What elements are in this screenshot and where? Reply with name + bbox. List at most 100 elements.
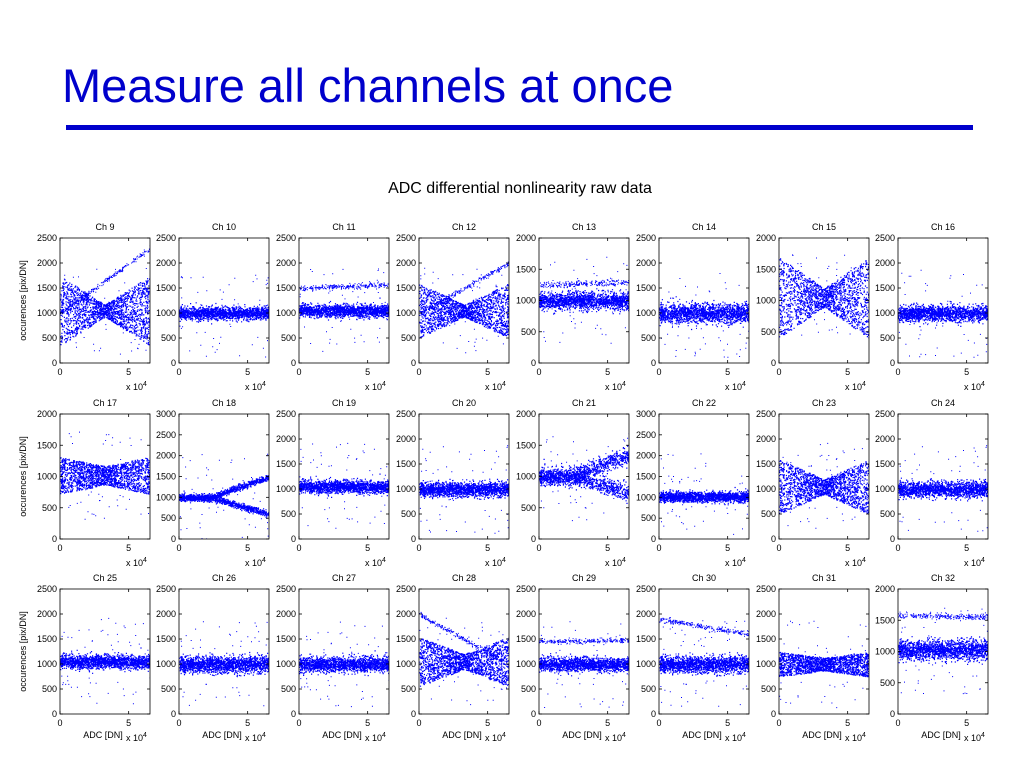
x-multiplier-exponent: 4 xyxy=(502,557,506,564)
subplot-title: Ch 16 xyxy=(931,222,955,232)
x-multiplier: x 104 xyxy=(485,732,506,743)
scatter-points xyxy=(898,445,988,532)
x-tick-label: 5 xyxy=(365,543,370,553)
scatter-points xyxy=(898,269,988,358)
subplot-title: Ch 21 xyxy=(572,398,596,408)
y-tick-label: 1000 xyxy=(396,484,416,494)
y-tick-label: 3000 xyxy=(156,409,176,419)
x-tick-label: 0 xyxy=(895,367,900,377)
scatter-points xyxy=(419,445,509,534)
x-tick-label: 5 xyxy=(964,718,969,728)
subplot-title: Ch 31 xyxy=(812,573,836,583)
scatter-cloud xyxy=(419,261,509,354)
x-multiplier-exponent: 4 xyxy=(382,557,386,564)
x-multiplier-exponent: 4 xyxy=(981,732,985,739)
y-tick-label: 0 xyxy=(291,358,296,368)
figure-title: ADC differential nonlinearity raw data xyxy=(388,180,652,197)
y-tick-label: 500 xyxy=(641,513,656,523)
y-tick-label: 1500 xyxy=(756,264,776,274)
x-multiplier-exponent: 4 xyxy=(502,381,506,388)
subplot-title: Ch 9 xyxy=(95,222,114,232)
y-tick-label: 2500 xyxy=(156,430,176,440)
scatter-cloud xyxy=(659,453,749,535)
y-tick-label: 0 xyxy=(411,709,416,719)
y-tick-label: 2500 xyxy=(37,584,57,594)
x-tick-label: 5 xyxy=(605,718,610,728)
axes-frame xyxy=(418,588,510,715)
axes-frame xyxy=(658,413,750,540)
scatter-cloud xyxy=(60,245,150,355)
x-multiplier: x 104 xyxy=(964,381,985,392)
x-multiplier-base: x 10 xyxy=(725,382,742,392)
y-tick-label: 0 xyxy=(890,709,895,719)
y-tick-label: 1000 xyxy=(156,659,176,669)
x-axis-label: ADC [DN] xyxy=(322,730,362,740)
y-tick-label: 1000 xyxy=(156,492,176,502)
x-tick-label: 0 xyxy=(895,718,900,728)
x-multiplier-exponent: 4 xyxy=(742,557,746,564)
x-tick-label: 0 xyxy=(895,543,900,553)
y-tick-label: 2000 xyxy=(875,584,895,594)
x-tick-label: 5 xyxy=(605,543,610,553)
scatter-cloud xyxy=(299,268,389,352)
x-tick-label: 5 xyxy=(725,718,730,728)
x-tick-label: 5 xyxy=(126,543,131,553)
y-tick-label: 2000 xyxy=(276,258,296,268)
axes-frame xyxy=(298,413,390,540)
axes-frame xyxy=(778,413,870,540)
x-multiplier-base: x 10 xyxy=(605,733,622,743)
y-tick-label: 500 xyxy=(42,333,57,343)
x-multiplier: x 104 xyxy=(365,557,386,568)
x-tick-label: 0 xyxy=(656,543,661,553)
scatter-points xyxy=(419,611,509,706)
y-tick-label: 0 xyxy=(52,709,57,719)
y-tick-label: 0 xyxy=(531,709,536,719)
scatter-cloud xyxy=(539,256,629,344)
x-multiplier-exponent: 4 xyxy=(262,381,266,388)
y-tick-label: 0 xyxy=(651,709,656,719)
x-multiplier: x 104 xyxy=(964,732,985,743)
subplot-title: Ch 32 xyxy=(931,573,955,583)
y-tick-label: 0 xyxy=(771,534,776,544)
y-tick-label: 2500 xyxy=(636,430,656,440)
x-multiplier: x 104 xyxy=(126,557,147,568)
x-tick-label: 0 xyxy=(536,367,541,377)
scatter-cloud xyxy=(419,445,509,534)
y-tick-label: 2000 xyxy=(396,434,416,444)
x-tick-label: 5 xyxy=(245,718,250,728)
y-tick-label: 0 xyxy=(531,534,536,544)
x-tick-label: 0 xyxy=(296,543,301,553)
axes-frame xyxy=(897,413,989,540)
subplot-title: Ch 23 xyxy=(812,398,836,408)
scatter-cloud xyxy=(419,611,509,706)
subplot-title: Ch 27 xyxy=(332,573,356,583)
scatter-cloud xyxy=(898,445,988,532)
y-tick-label: 1500 xyxy=(396,459,416,469)
scatter-cloud xyxy=(299,621,389,708)
y-tick-label: 500 xyxy=(281,509,296,519)
scatter-points xyxy=(539,621,629,708)
scatter-cloud xyxy=(179,621,269,707)
x-multiplier: x 104 xyxy=(485,557,506,568)
x-tick-label: 0 xyxy=(776,718,781,728)
y-tick-label: 2000 xyxy=(156,609,176,619)
x-axis-label: ADC [DN] xyxy=(442,730,482,740)
y-tick-label: 500 xyxy=(880,333,895,343)
axes-frame xyxy=(59,588,151,715)
y-tick-label: 0 xyxy=(171,534,176,544)
y-tick-label: 2000 xyxy=(276,434,296,444)
x-tick-label: 0 xyxy=(536,543,541,553)
y-tick-label: 2500 xyxy=(396,584,416,594)
x-multiplier-exponent: 4 xyxy=(981,557,985,564)
y-tick-label: 2500 xyxy=(37,233,57,243)
x-multiplier-base: x 10 xyxy=(245,382,262,392)
subplot-title: Ch 14 xyxy=(692,222,716,232)
subplot-title: Ch 24 xyxy=(931,398,955,408)
slide-title: Measure all channels at once xyxy=(62,59,674,112)
